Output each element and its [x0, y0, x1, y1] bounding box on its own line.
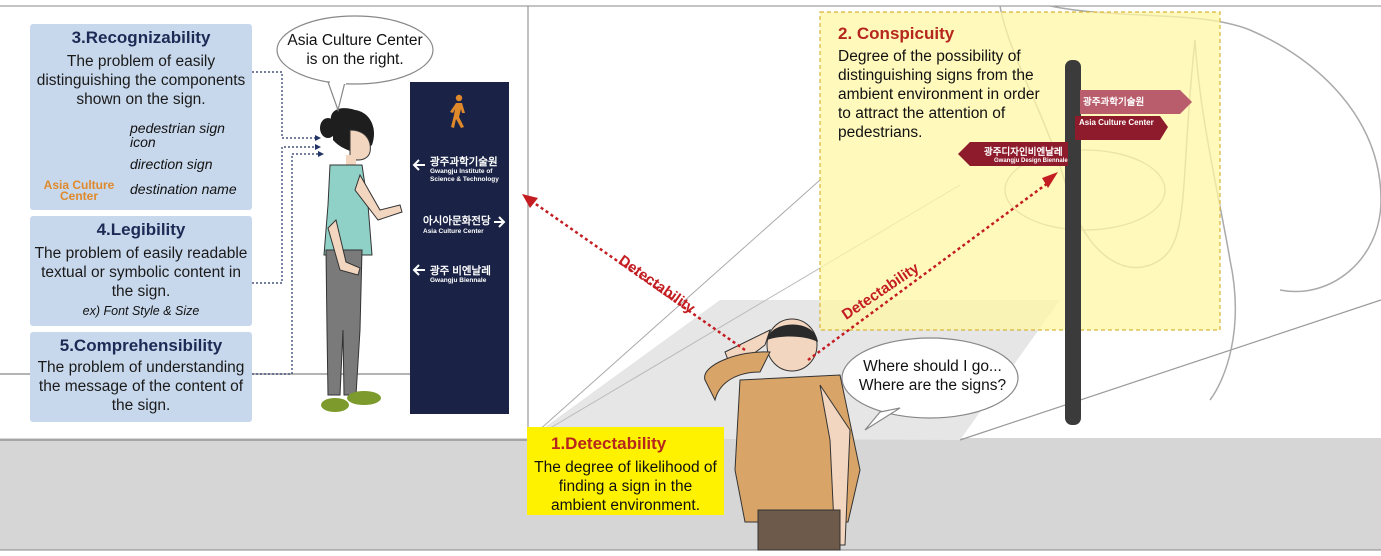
man-bubble-shape [841, 337, 1019, 419]
arrow-head-right [1042, 172, 1058, 188]
navy-sign-ko-2: 아시아문화전당 [423, 215, 491, 227]
man-bubble-text: Where should I go... Where are the signs… [858, 358, 1007, 394]
comprehensibility-title: 5.Comprehensibility [59, 336, 223, 355]
red-sign-bottom-en: Gwangju Design Biennale [994, 158, 1068, 164]
woman-figure [320, 108, 403, 412]
conspicuity-highlight [819, 11, 1221, 331]
comprehensibility-body: The problem of understanding the message… [37, 359, 245, 414]
navy-sign-en-3: Gwangju Biennale [430, 277, 487, 284]
conspicuity-body: Degree of the possibility of distinguish… [838, 48, 1040, 141]
navy-sign-en-1: Gwangju Institute of Science & Technolog… [430, 168, 499, 183]
red-sign-middle [1075, 116, 1168, 140]
navy-sign-ko-1: 광주과학기술원 [430, 156, 498, 168]
recognizability-box: 3.Recognizability The problem of easily … [30, 24, 252, 210]
red-sign-bottom [958, 142, 1068, 166]
pedestrian-icon [450, 94, 465, 128]
navy-sign-ko-3: 광주 비엔날레 [430, 265, 491, 277]
woman-bubble-text: Asia Culture Center is on the right. [287, 32, 423, 68]
red-sign-top-ko: 광주과학기술원 [1083, 97, 1145, 108]
legibility-title: 4.Legibility [96, 220, 186, 239]
detectability-box: 1.Detectability The degree of likelihood… [527, 427, 724, 515]
man-figure [704, 318, 861, 551]
comprehensibility-box: 5.Comprehensibility The problem of under… [30, 332, 252, 422]
recognizability-body: The problem of easily distinguishing the… [36, 53, 246, 108]
legend-direction-label: direction sign [130, 156, 213, 172]
navy-sign-panel [410, 82, 509, 414]
legibility-body: The problem of easily readable textual o… [34, 245, 248, 300]
legibility-example: ex) Font Style & Size [82, 304, 200, 318]
legend-destination-label: destination name [130, 181, 237, 197]
signpost-pole [1065, 60, 1081, 425]
conspicuity-title: 2. Conspicuity [838, 24, 955, 43]
arrow-head-left [522, 194, 538, 208]
red-sign-top [1080, 90, 1192, 114]
legibility-box: 4.Legibility The problem of easily reada… [30, 216, 252, 326]
detectability-title: 1.Detectability [551, 434, 667, 453]
arrow-left-icon [412, 159, 425, 171]
woman-bubble-shape [276, 15, 434, 85]
arrow-right-icon [494, 216, 506, 228]
recognizability-title: 3.Recognizability [71, 28, 211, 47]
detectability-body: The degree of likelihood of finding a si… [534, 459, 717, 514]
legend-destination-sample: Asia Culture Center [43, 178, 115, 203]
red-sign-middle-en: Asia Culture Center [1079, 118, 1154, 127]
legend-pedestrian-label: pedestrian sign icon [130, 120, 225, 150]
red-sign-bottom-ko: 광주디자인비엔날레 [984, 147, 1063, 158]
navy-sign-en-2: Asia Culture Center [423, 228, 484, 235]
arrow-left-icon [412, 264, 425, 276]
